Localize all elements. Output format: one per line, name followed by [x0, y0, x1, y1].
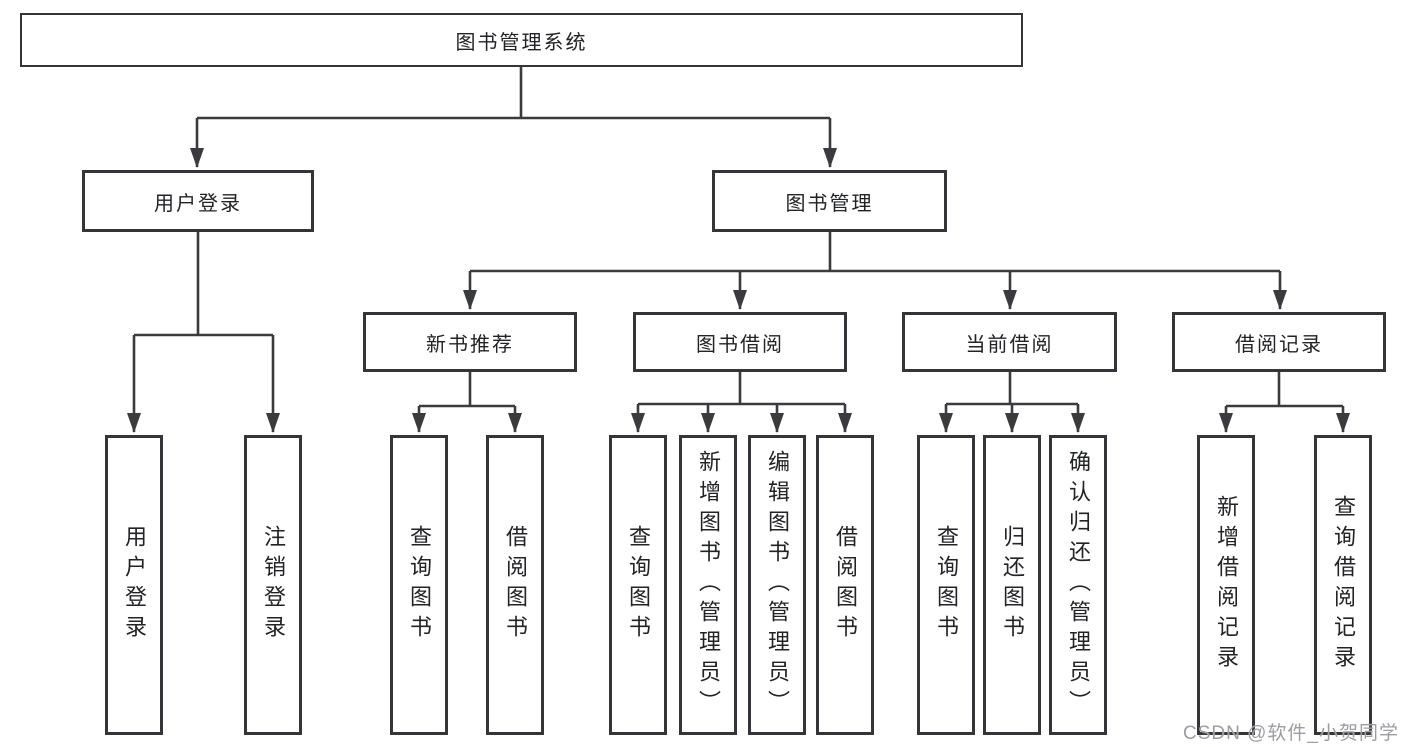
- leaf-return-book: 归还图书: [983, 435, 1041, 735]
- leaf-add-borrow-record: 新增借阅记录: [1197, 435, 1255, 735]
- leaf-borrow-books-recommend-label: 借阅图书: [503, 525, 528, 645]
- leaf-query-books-recommend: 查询图书: [390, 435, 448, 735]
- node-book-borrow: 图书借阅: [633, 312, 847, 372]
- leaf-query-borrow-record: 查询借阅记录: [1314, 435, 1372, 735]
- leaf-confirm-return-admin: 确认归还（管理员）: [1049, 435, 1107, 735]
- leaf-add-borrow-record-label: 新增借阅记录: [1214, 495, 1239, 675]
- leaf-add-book-admin: 新增图书（管理员）: [679, 435, 737, 735]
- csdn-watermark: CSDN @软件_小贺同学: [1183, 723, 1399, 744]
- leaf-query-books-borrow-label: 查询图书: [626, 525, 651, 645]
- connector-book-management-sections: [463, 231, 1287, 310]
- leaf-query-books-recommend-label: 查询图书: [407, 525, 432, 645]
- leaf-borrow-books-label: 借阅图书: [833, 525, 858, 645]
- leaf-edit-book-admin-label: 编辑图书（管理员）: [765, 450, 790, 720]
- node-borrow-record: 借阅记录: [1172, 312, 1386, 372]
- node-borrow-record-label: 借阅记录: [1235, 333, 1323, 356]
- node-user-login-label: 用户登录: [154, 192, 242, 215]
- leaf-return-book-label: 归还图书: [1000, 525, 1025, 645]
- leaf-edit-book-admin: 编辑图书（管理员）: [748, 435, 806, 735]
- connector-root-to-level2: [190, 66, 837, 168]
- node-book-borrow-label: 图书借阅: [696, 333, 784, 356]
- node-book-management: 图书管理: [712, 170, 947, 232]
- connector-current-borrow-children: [939, 371, 1085, 433]
- leaf-logout: 注销登录: [244, 435, 302, 735]
- node-current-borrow: 当前借阅: [902, 312, 1117, 372]
- node-current-borrow-label: 当前借阅: [965, 333, 1054, 356]
- leaf-user-login: 用户登录: [105, 435, 163, 735]
- node-root: 图书管理系统: [20, 13, 1023, 67]
- leaf-user-login-label: 用户登录: [122, 525, 147, 645]
- node-new-book-recommend: 新书推荐: [363, 312, 577, 372]
- connector-borrow-record-children: [1219, 371, 1350, 433]
- leaf-borrow-books: 借阅图书: [816, 435, 874, 735]
- leaf-query-books-borrow: 查询图书: [609, 435, 667, 735]
- leaf-add-book-admin-label: 新增图书（管理员）: [696, 450, 721, 720]
- node-user-login: 用户登录: [82, 170, 314, 232]
- leaf-query-books-current-label: 查询图书: [934, 525, 959, 645]
- connector-user-login-children: [127, 231, 280, 433]
- leaf-logout-label: 注销登录: [261, 525, 286, 645]
- leaf-query-books-current: 查询图书: [917, 435, 975, 735]
- leaf-borrow-books-recommend: 借阅图书: [486, 435, 544, 735]
- connector-book-borrow-children: [631, 371, 852, 433]
- node-new-book-recommend-label: 新书推荐: [426, 333, 514, 356]
- leaf-confirm-return-admin-label: 确认归还（管理员）: [1066, 450, 1091, 720]
- leaf-query-borrow-record-label: 查询借阅记录: [1331, 495, 1356, 675]
- connector-new-book-children: [412, 371, 522, 433]
- node-book-management-label: 图书管理: [785, 192, 874, 215]
- node-root-label: 图书管理系统: [455, 31, 588, 54]
